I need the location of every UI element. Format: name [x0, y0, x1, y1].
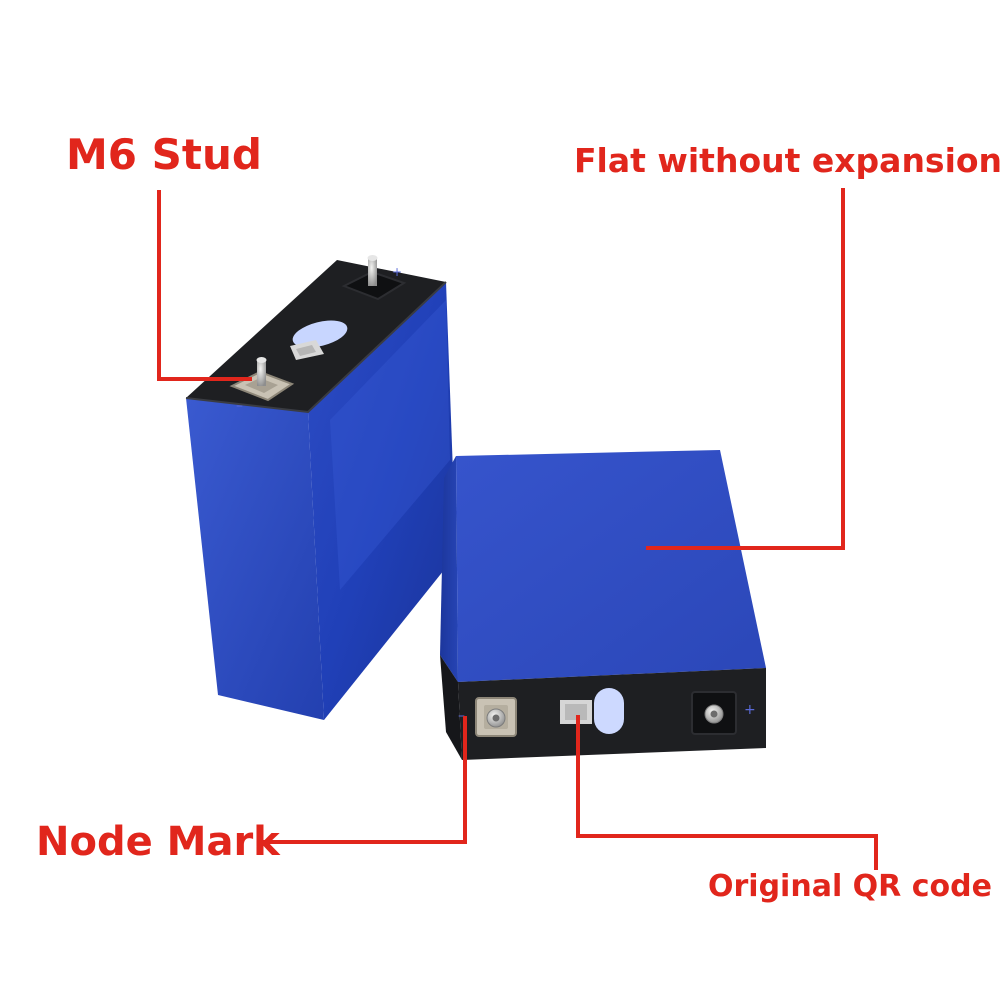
positive-mark: + [392, 265, 402, 279]
safety-vent [292, 320, 348, 348]
cell-flat-surface [456, 450, 766, 682]
front-positive-mark: + [744, 702, 756, 718]
original-qr-code-label: Original QR code [708, 869, 992, 904]
stud-callout-line [157, 190, 252, 381]
cell-front-face [186, 398, 324, 720]
node-mark-label: Node Mark [36, 819, 280, 865]
m6-stud-label: M6 Stud [66, 130, 262, 179]
lying-battery-cell: – + [440, 450, 766, 760]
qr-callout-line [576, 715, 878, 870]
positive-stud-terminal: + [341, 255, 407, 301]
front-negative-mark: – [458, 708, 465, 724]
cell-side-face [308, 282, 456, 720]
front-negative-stud-terminal: – [458, 697, 517, 737]
cell-left-edge [440, 456, 458, 682]
negative-mark: – [236, 398, 243, 414]
front-safety-vent [594, 688, 624, 734]
callout-lines [157, 188, 878, 870]
standing-battery-cell: – + [185, 255, 456, 720]
node-callout-line [262, 716, 467, 844]
qr-code-patch [290, 340, 324, 360]
flat-without-expansion-label: Flat without expansion [574, 141, 1000, 180]
front-positive-stud-terminal: + [691, 691, 756, 735]
cell-side-highlight [330, 300, 450, 590]
flat-callout-line [646, 188, 845, 550]
